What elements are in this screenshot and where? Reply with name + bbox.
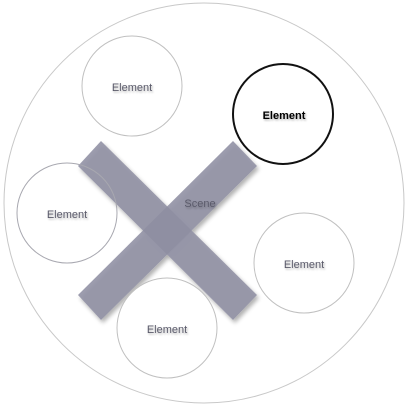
- element-node[interactable]: Element: [116, 277, 218, 379]
- element-label: Element: [112, 82, 152, 94]
- element-label: Element: [47, 209, 87, 221]
- element-node[interactable]: Element: [16, 162, 118, 264]
- element-node-selected[interactable]: Element: [232, 63, 334, 165]
- element-circle[interactable]: [253, 212, 355, 314]
- element-label: Element: [147, 324, 187, 336]
- element-label: Element: [284, 259, 324, 271]
- scene-cross-icon: [78, 141, 257, 320]
- element-label-selected: Element: [263, 110, 306, 122]
- element-node[interactable]: Element: [81, 35, 183, 137]
- element-circle[interactable]: [81, 35, 183, 137]
- element-circle[interactable]: [116, 277, 218, 379]
- element-node[interactable]: Element: [253, 212, 355, 314]
- cross-bar-b: [78, 141, 257, 320]
- scene-label: Scene: [184, 198, 215, 210]
- element-circle[interactable]: [16, 162, 118, 264]
- element-circle-selected[interactable]: [232, 63, 334, 165]
